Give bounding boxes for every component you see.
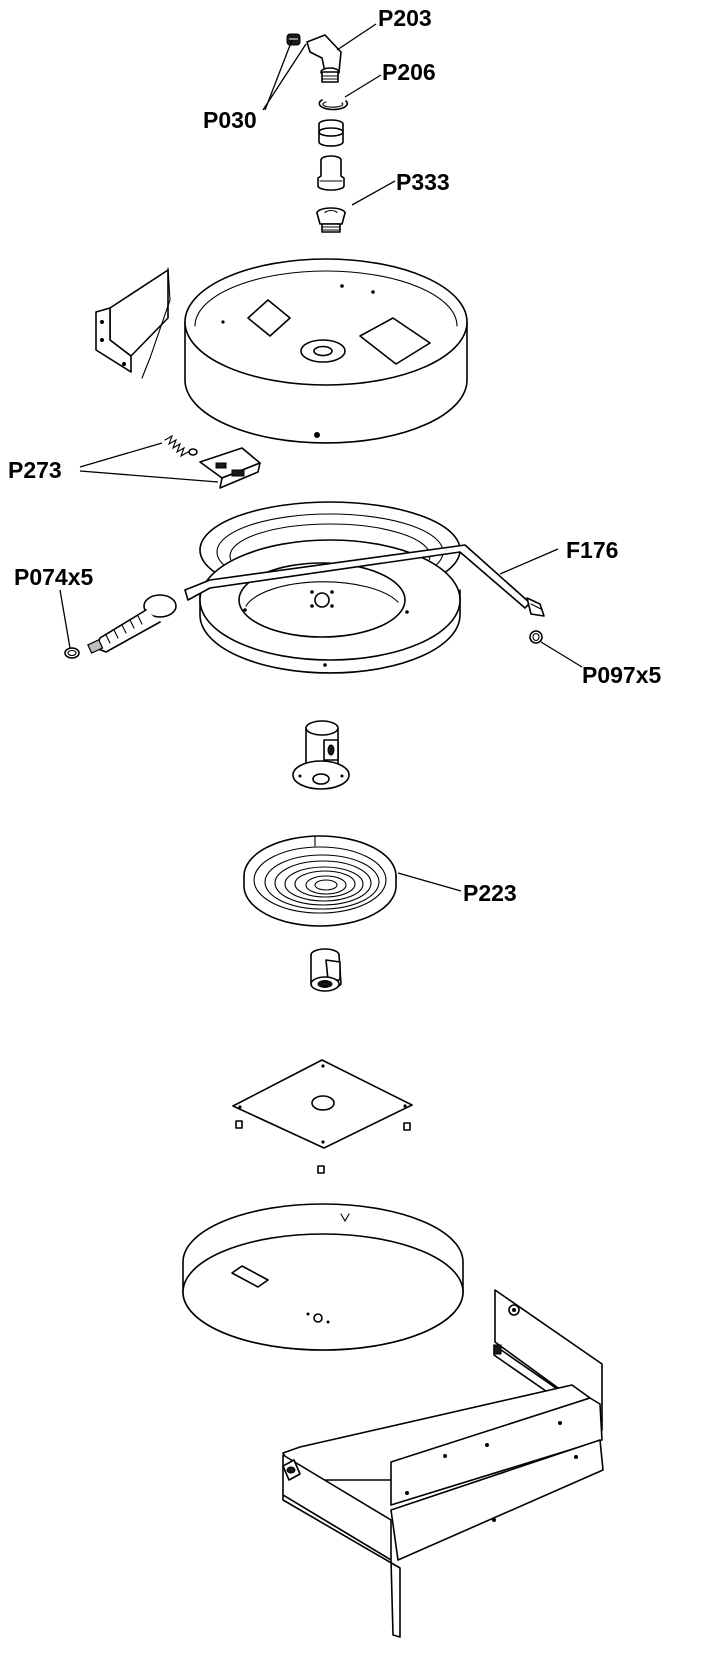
elbow-swivel-fitting [306,34,342,83]
callout-p206: P206 [382,59,436,85]
plug-p030 [286,33,301,46]
latch-plate [199,447,261,489]
upper-cover [184,258,468,444]
hose-f176 [184,544,545,617]
swivel-hub [292,720,350,790]
oring-p097 [529,630,543,644]
snap-ring-p206 [318,99,349,111]
mounting-bracket-left [95,267,171,379]
callout-p097: P097x5 [582,662,662,688]
callout-f176: F176 [566,537,618,563]
callout-p223: P223 [463,880,517,906]
lower-cover [182,1203,464,1351]
callout-p273: P273 [8,457,62,483]
hose-drum [199,501,461,674]
callout-p030: P030 [203,107,257,133]
bushing-middle [317,155,345,191]
hose-end-fitting [87,594,177,654]
latch-spring [164,434,198,458]
oring-p074 [64,647,80,659]
spiral-spring-p223 [243,835,397,927]
bushing-upper [318,119,344,147]
plate-screws [235,1120,411,1174]
callout-p074: P074x5 [14,564,94,590]
callout-p333: P333 [396,169,450,195]
callout-p203: P203 [378,5,432,31]
base-plate [232,1059,413,1149]
lower-hub [310,948,342,992]
nut-p333 [316,207,346,233]
wall-bracket [282,1289,604,1638]
leader-lines [59,23,583,892]
callout-labels: P203 P206 P030 P333 P273 F176 P074x5 P09… [8,5,662,906]
